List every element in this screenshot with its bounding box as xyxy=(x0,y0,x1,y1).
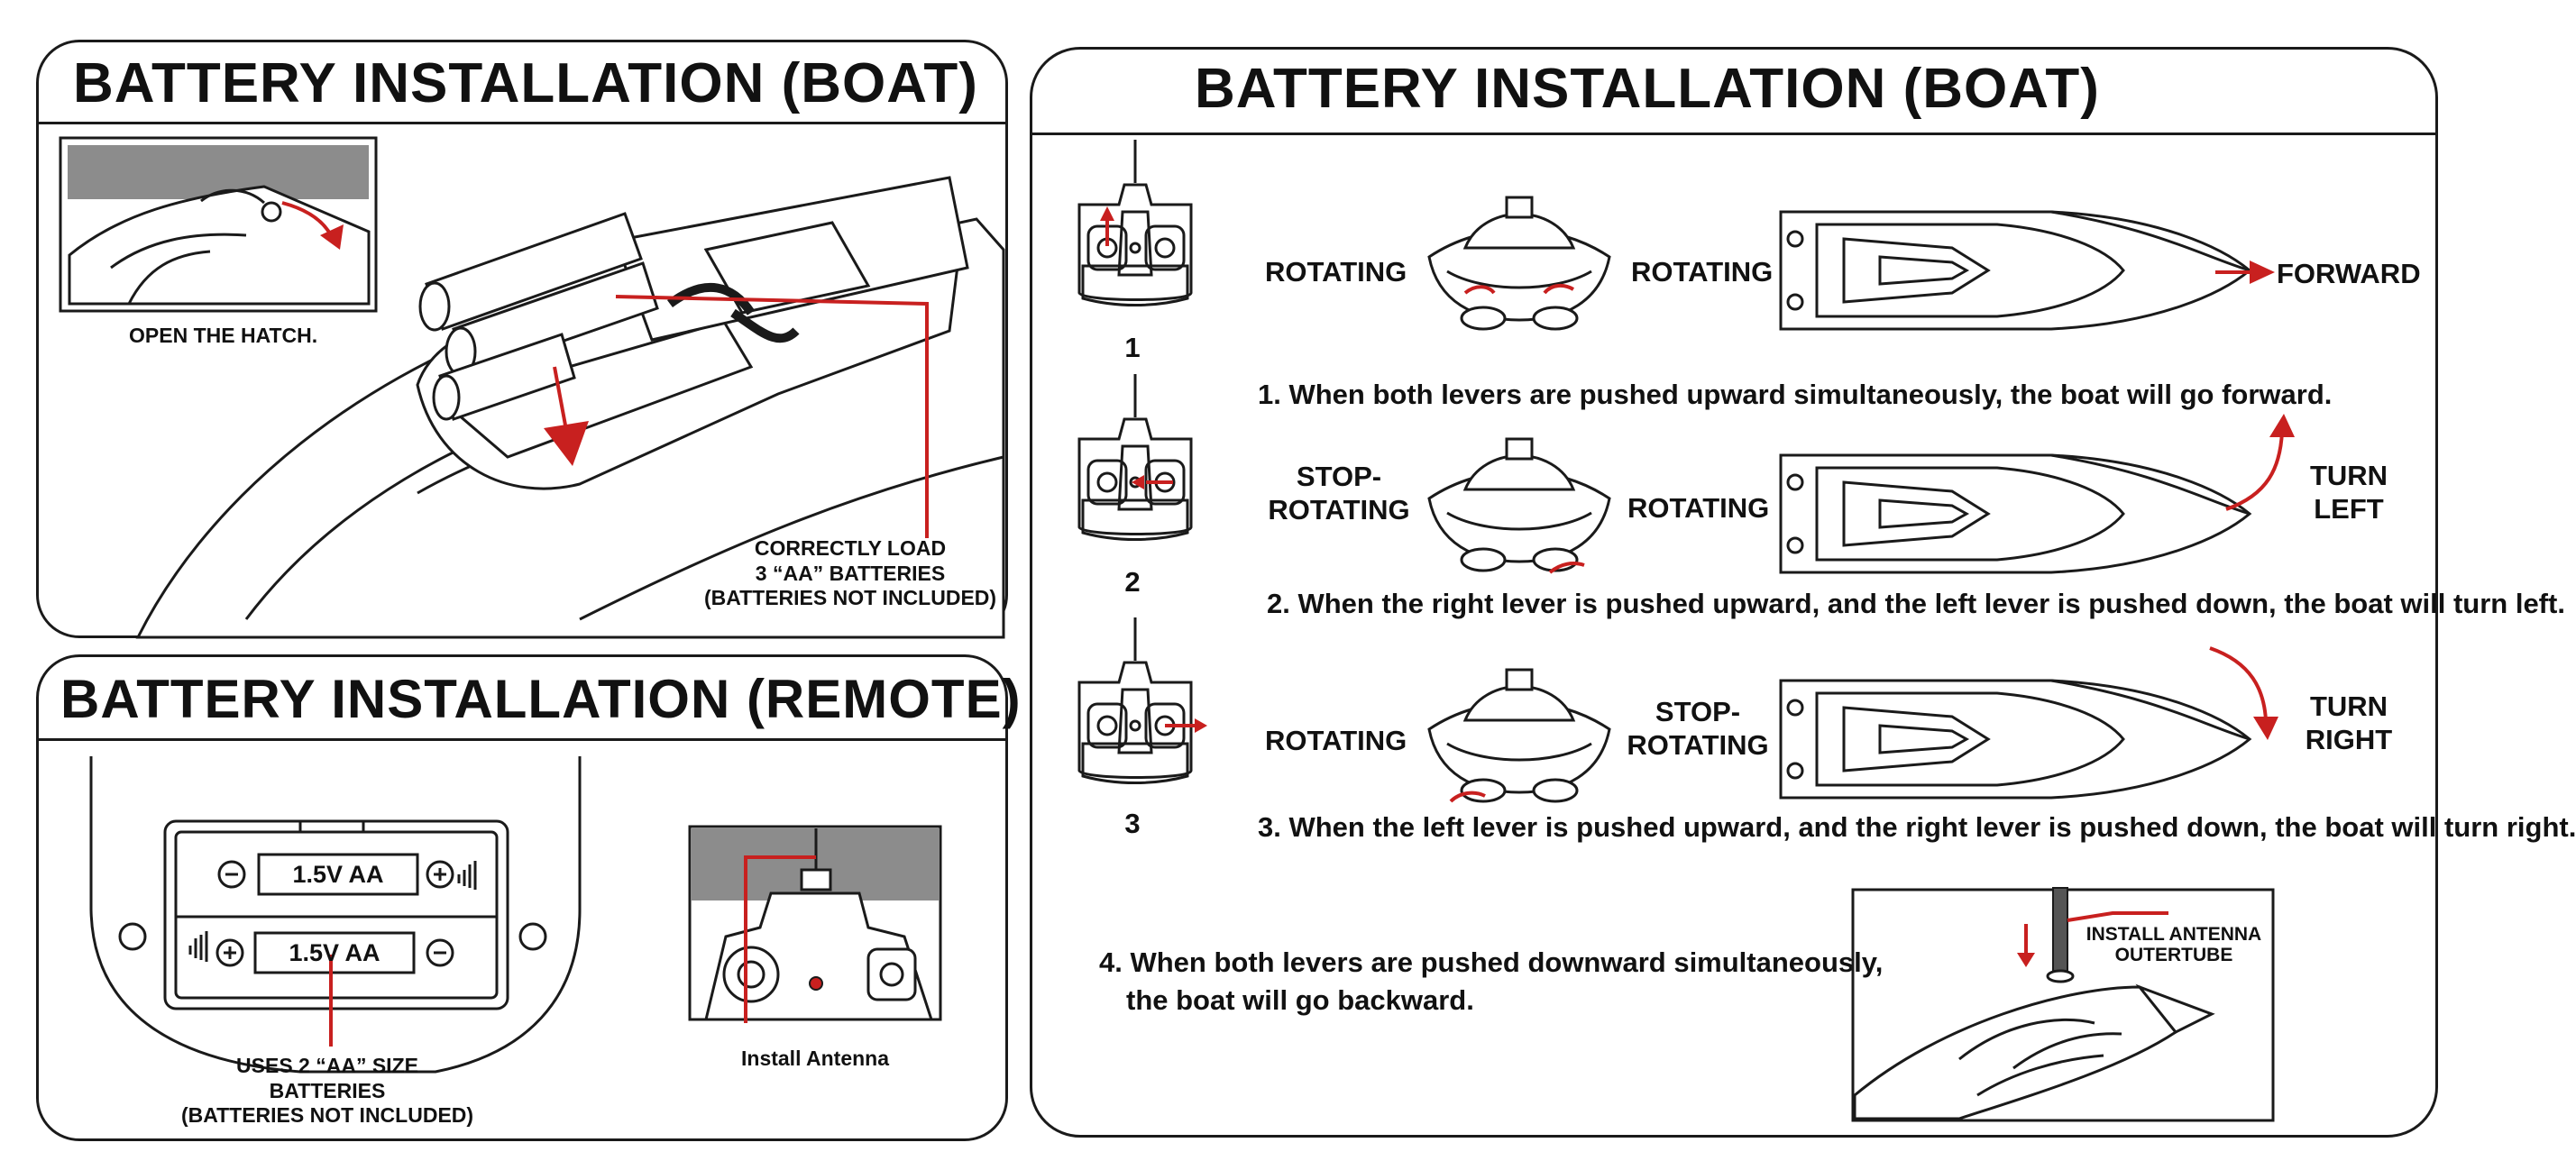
turn-right-arrow xyxy=(2209,646,2278,740)
caption-2: 2. When the right lever is pushed upward… xyxy=(1267,588,2565,619)
aa-battery-stack xyxy=(418,212,659,421)
row-number-3: 3 xyxy=(1124,808,1141,839)
title-divider xyxy=(39,738,1005,741)
direction-label-3-line2: RIGHT xyxy=(2305,724,2393,756)
direction-label-1: FORWARD xyxy=(2277,258,2421,289)
uses-aa-line3: (BATTERIES NOT INCLUDED) xyxy=(180,1103,474,1128)
correctly-load-line3: (BATTERIES NOT INCLUDED) xyxy=(703,586,997,610)
boat-battery-illustration xyxy=(59,136,1005,639)
right-motor-state-3-line2: ROTATING xyxy=(1627,729,1769,762)
remote-battery-title: BATTERY INSTALLATION (REMOTE) xyxy=(60,669,1022,729)
open-hatch-label: OPEN THE HATCH. xyxy=(129,324,318,347)
direction-label-3: TURN RIGHT xyxy=(2295,690,2403,756)
remote-control-1 xyxy=(1077,140,1193,306)
row-number-2: 2 xyxy=(1124,566,1141,598)
uses-aa-line2: BATTERIES xyxy=(269,1078,386,1102)
boat-controls-panel: BATTERY INSTALLATION (BOAT) 1 ROTATING R… xyxy=(1030,47,2576,1138)
boat-stern-view-3 xyxy=(1427,668,1611,803)
caption-1: 1. When both levers are pushed upward si… xyxy=(1258,379,2333,410)
boat-battery-title: BATTERY INSTALLATION (BOAT) xyxy=(73,52,978,114)
remote-control-2 xyxy=(1077,374,1193,541)
direction-label-2: TURN LEFT xyxy=(2295,459,2403,526)
backward-instruction: 4. When both levers are pushed downward … xyxy=(1099,944,1883,1019)
left-motor-state-2-line2: ROTATING xyxy=(1268,494,1410,526)
boat-stern-view-1 xyxy=(1427,196,1611,331)
left-motor-state-3: ROTATING xyxy=(1265,725,1407,756)
right-motor-state-2: ROTATING xyxy=(1627,492,1770,524)
backward-line2: the boat will go backward. xyxy=(1126,983,1474,1016)
left-motor-state-2-line1: STOP- xyxy=(1296,461,1382,492)
right-motor-state-1: ROTATING xyxy=(1631,256,1774,288)
direction-label-2-line2: LEFT xyxy=(2314,493,2384,526)
title-divider xyxy=(1032,133,2435,135)
uses-aa-label: USES 2 “AA” SIZE BATTERIES (BATTERIES NO… xyxy=(147,1054,508,1129)
correctly-load-label: CORRECTLY LOAD 3 “AA” BATTERIES (BATTERI… xyxy=(670,536,1031,611)
battery-label-bottom: 1.5V AA xyxy=(289,939,380,966)
correctly-load-line2: 3 “AA” BATTERIES xyxy=(755,561,946,585)
left-motor-state-1: ROTATING xyxy=(1265,256,1407,288)
install-antenna-outertube-label: INSTALL ANTENNA OUTERTUBE xyxy=(2084,924,2264,965)
remote-battery-panel: BATTERY INSTALLATION (REMOTE) xyxy=(36,654,1022,1141)
row-number-1: 1 xyxy=(1124,332,1141,363)
boat-top-view-3 xyxy=(1779,679,2252,800)
install-antenna-label: Install Antenna xyxy=(741,1047,889,1070)
caption-3: 3. When the left lever is pushed upward,… xyxy=(1258,811,2576,843)
boat-battery-panel: BATTERY INSTALLATION (BOAT) xyxy=(36,40,1008,639)
boat-stern-view-2 xyxy=(1427,437,1611,574)
antenna-outertube-line1: INSTALL ANTENNA xyxy=(2086,924,2262,945)
controls-title: BATTERY INSTALLATION (BOAT) xyxy=(1195,58,2100,120)
direction-label-2-line1: TURN xyxy=(2309,460,2388,491)
battery-label-top: 1.5V AA xyxy=(292,861,384,888)
remote-battery-illustration xyxy=(89,756,942,1074)
boat-top-view-1 xyxy=(1779,210,2252,331)
backward-line1: 4. When both levers are pushed downward … xyxy=(1099,946,1884,978)
right-motor-state-3-line1: STOP- xyxy=(1655,696,1741,727)
antenna-outertube-line2: OUTERTUBE xyxy=(2114,945,2233,966)
title-divider xyxy=(39,122,1005,124)
uses-aa-line1: USES 2 “AA” SIZE xyxy=(236,1054,418,1077)
remote-control-3 xyxy=(1077,617,1207,784)
turn-left-arrow xyxy=(2225,414,2295,511)
left-motor-state-2: STOP- ROTATING xyxy=(1258,460,1420,526)
direction-label-3-line1: TURN xyxy=(2309,690,2388,722)
boat-top-view-2 xyxy=(1779,453,2252,574)
right-motor-state-3: STOP- ROTATING xyxy=(1617,695,1779,762)
correctly-load-line1: CORRECTLY LOAD xyxy=(754,536,947,560)
antenna-outertube-illustration xyxy=(1851,887,2275,1122)
direction-arrow-1 xyxy=(2215,261,2275,284)
